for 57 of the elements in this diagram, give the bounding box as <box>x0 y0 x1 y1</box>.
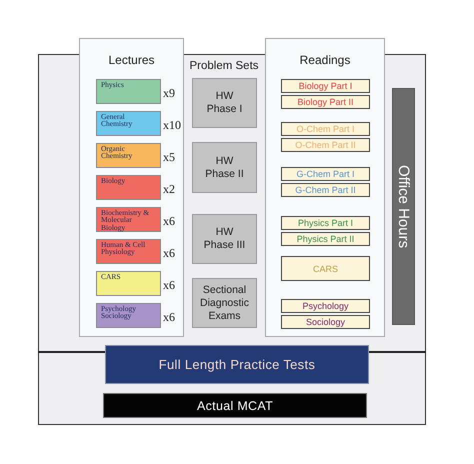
reading-block <box>281 95 370 109</box>
multiplier-label: x10 <box>163 118 181 133</box>
column-heading: Lectures <box>108 53 155 67</box>
multiplier-label: x5 <box>163 150 175 165</box>
reading-label: Physics Part II <box>296 234 354 244</box>
multiplier-label: x2 <box>163 182 175 197</box>
subject-block <box>96 79 161 104</box>
reading-label: Psychology <box>302 301 349 311</box>
reading-block <box>281 122 370 136</box>
subject-block <box>96 239 161 264</box>
assignment-label: HW Phase I <box>206 90 244 116</box>
reading-block <box>281 167 370 181</box>
exam-banner <box>103 393 367 418</box>
reading-block <box>281 232 370 246</box>
reading-label: Physics Part I <box>298 218 353 228</box>
reading-block <box>281 299 370 313</box>
column-heading: Readings <box>300 53 350 67</box>
multiplier-label: x6 <box>163 310 175 325</box>
subject-block <box>96 207 161 232</box>
reading-label: G-Chem Part I <box>296 169 354 179</box>
reading-label: O-Chem Part I <box>296 124 354 134</box>
column-heading: Problem Sets <box>189 60 259 72</box>
assignment-label: Sectional Diagnostic Exams <box>198 284 250 322</box>
reading-label: G-Chem Part II <box>295 185 356 195</box>
assignment-label: HW Phase II <box>204 154 244 180</box>
reading-block <box>281 183 370 197</box>
subject-block <box>96 303 161 328</box>
subject-block <box>96 175 161 200</box>
column-panel <box>79 38 184 337</box>
multiplier-label: x6 <box>163 214 175 229</box>
reading-block <box>281 315 370 329</box>
reading-label: Sociology <box>306 317 346 327</box>
multiplier-label: x9 <box>163 86 175 101</box>
reading-block <box>281 216 370 230</box>
column-panel <box>265 38 385 337</box>
assignment-block <box>192 78 257 128</box>
banner-label: Actual MCAT <box>197 398 273 412</box>
assignment-block <box>192 142 257 193</box>
reading-block <box>281 138 370 152</box>
assignment-block <box>192 214 257 264</box>
office-hours-label: Office Hours <box>395 164 412 248</box>
multiplier-label: x6 <box>163 278 175 293</box>
assignment-block <box>192 278 257 328</box>
subject-block <box>96 271 161 296</box>
reading-block <box>281 256 370 281</box>
multiplier-label: x6 <box>163 246 175 261</box>
office-hours-bar <box>392 88 415 325</box>
reading-label: CARS <box>312 264 338 274</box>
reading-block <box>281 79 370 93</box>
reading-label: Biology Part II <box>297 97 354 107</box>
subject-block <box>96 143 161 168</box>
banner-label: Full Length Practice Tests <box>158 357 316 372</box>
practice-tests-banner <box>105 345 369 384</box>
reading-label: Biology Part I <box>298 81 352 91</box>
subject-block <box>96 111 161 136</box>
reading-label: O-Chem Part II <box>295 140 356 150</box>
assignment-label: HW Phase III <box>202 226 246 252</box>
